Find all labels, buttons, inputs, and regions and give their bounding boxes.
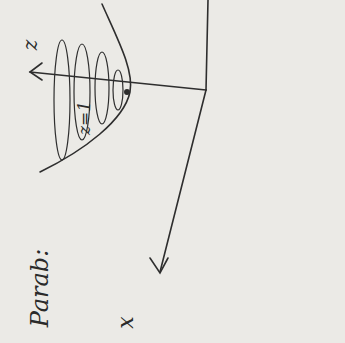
z-arrowhead [30,63,42,80]
level-label: z=1 [74,101,94,135]
shading-loop [54,40,70,160]
z-axis [30,72,206,90]
x-axis [160,90,206,272]
shading-loop [113,70,123,110]
vertex-dot [125,90,129,94]
vertical-axis [206,0,208,90]
shading-loop [95,52,109,124]
x-arrowhead [150,258,168,273]
axis-label: x [112,316,137,328]
sketch-title: Parab: [26,249,54,328]
paraboloid-outline [40,4,131,172]
axis-label: z [18,40,42,51]
